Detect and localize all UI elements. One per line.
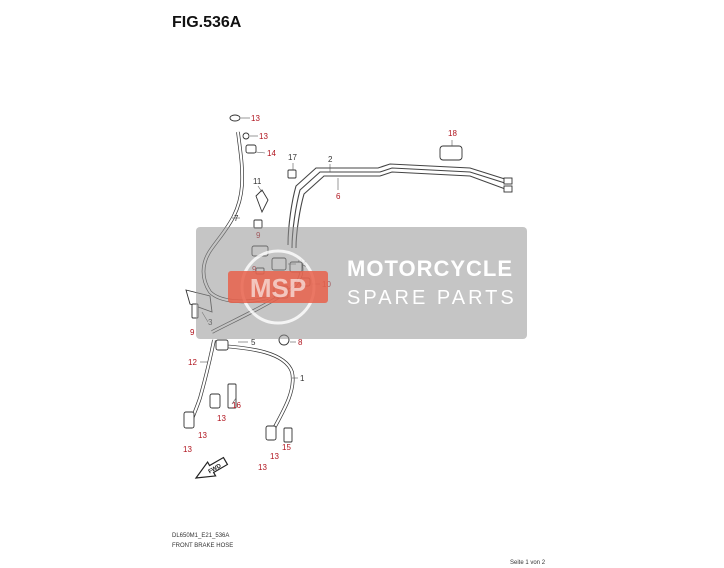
callout-13-a: 13	[251, 114, 260, 123]
fwd-arrow: FWD	[194, 456, 229, 479]
callout-15: 15	[282, 443, 291, 452]
callout-13-c: 13	[217, 414, 226, 423]
callout-11: 11	[253, 177, 262, 186]
callout-7: 7	[234, 214, 239, 223]
figure-caption: FRONT BRAKE HOSE	[172, 543, 234, 549]
callout-13-d: 13	[198, 431, 207, 440]
callout-6: 6	[336, 192, 341, 201]
page-number: Seite 1 von 2	[510, 560, 546, 566]
watermark-line-2: SPARE PARTS	[347, 287, 517, 309]
figure-code: DL650M1_E21_536A	[172, 533, 230, 539]
callout-13-f: 13	[270, 452, 279, 461]
callout-16: 16	[232, 401, 241, 410]
figure-title: FIG.536A	[172, 14, 242, 31]
callout-14: 14	[267, 149, 276, 158]
msp-logo: MSP	[228, 249, 328, 325]
callout-2: 2	[328, 155, 333, 164]
callout-12: 12	[188, 358, 197, 367]
pipe-end-fittings	[503, 177, 513, 193]
callout-17: 17	[288, 153, 297, 162]
watermark-line-1: MOTORCYCLE	[347, 256, 514, 281]
callout-8: 8	[298, 338, 303, 347]
callout-9-c: 9	[190, 328, 195, 337]
hose-1[interactable]	[221, 344, 295, 433]
callout-5: 5	[251, 338, 256, 347]
callout-13-e: 13	[183, 445, 192, 454]
callout-13-g: 13	[258, 463, 267, 472]
callout-1: 1	[300, 374, 305, 383]
svg-text:MSP: MSP	[250, 273, 306, 303]
callout-18: 18	[448, 129, 457, 138]
callout-13-b: 13	[259, 132, 268, 141]
